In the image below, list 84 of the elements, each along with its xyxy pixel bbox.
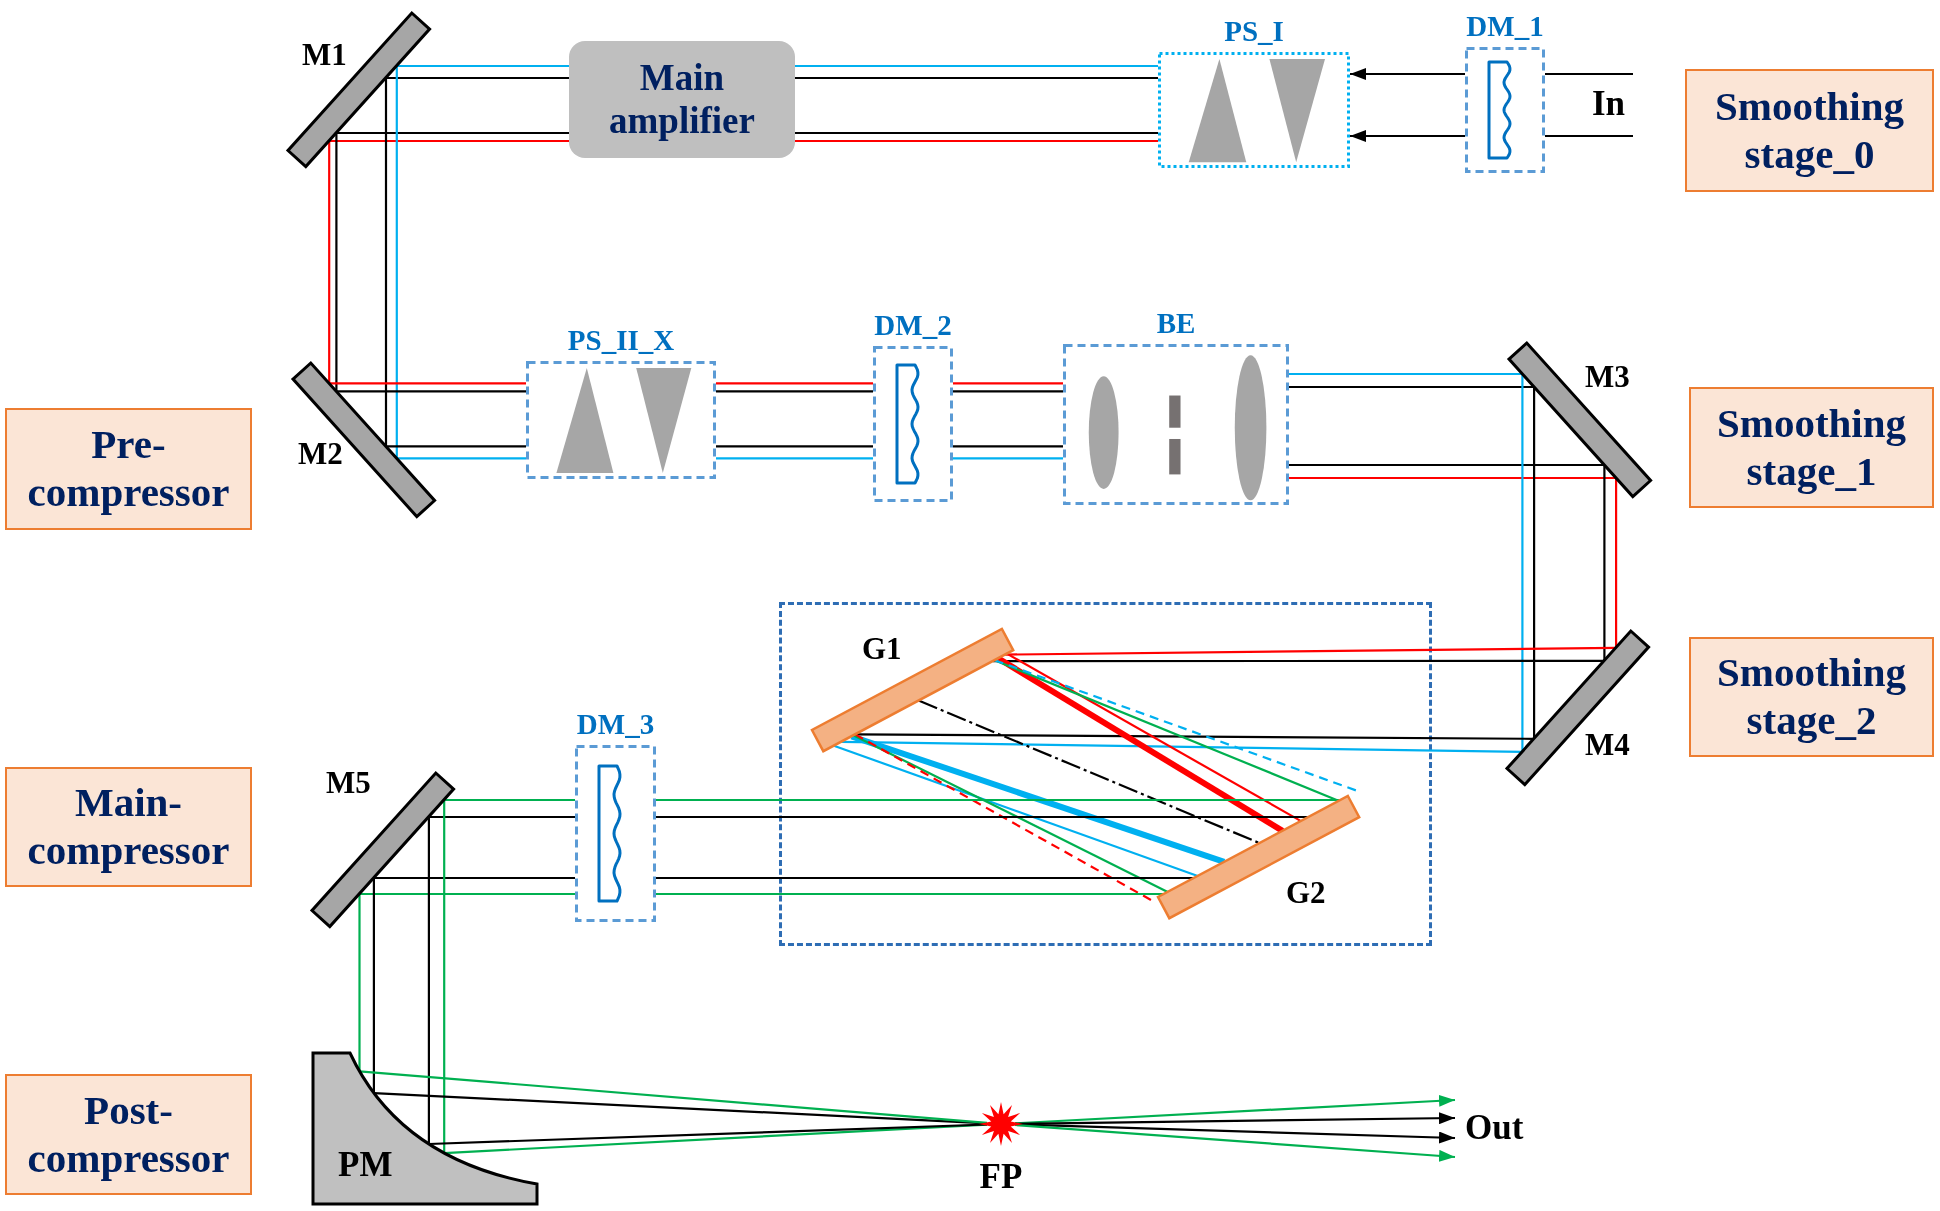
component-label: M4	[1585, 728, 1630, 763]
beam-line	[716, 445, 873, 448]
beam-line	[1533, 387, 1536, 739]
beam-line	[427, 817, 430, 1144]
beam-line	[953, 445, 1063, 448]
beam-line	[795, 131, 1158, 135]
stage-box: Smoothing stage_0	[1685, 69, 1934, 192]
beam-line	[396, 64, 569, 68]
beam-line	[716, 390, 873, 393]
component-label: PM	[338, 1146, 393, 1185]
component-label: DM_3	[576, 709, 655, 741]
stage-box: Smoothing stage_2	[1689, 637, 1934, 757]
beam-line	[953, 390, 1063, 393]
beam-line	[795, 64, 1158, 68]
beam-line	[1006, 652, 1302, 823]
beam-line	[996, 655, 1285, 834]
beam-line	[384, 78, 388, 447]
component-label: DM_2	[874, 310, 952, 342]
beam-line	[428, 1123, 988, 1146]
beam-line	[359, 1070, 988, 1124]
beam-line	[656, 798, 1341, 802]
beam-arrow	[1350, 130, 1465, 142]
beam-line	[1289, 372, 1523, 376]
stage-box: Pre-compressor	[5, 408, 252, 530]
beam-line	[855, 733, 1535, 740]
beam-line	[833, 744, 1199, 878]
beam-line	[372, 878, 375, 1094]
component-label: PS_I	[1224, 16, 1284, 48]
beam-arrow	[1350, 68, 1465, 80]
beam-line	[656, 892, 1164, 896]
beam-line	[953, 457, 1063, 460]
stage-box: Post-compressor	[5, 1074, 252, 1195]
component-label: M1	[302, 38, 347, 73]
beam-line	[656, 815, 1309, 819]
beam-line	[1545, 134, 1633, 138]
beam-line	[1615, 478, 1618, 648]
beam-line	[840, 740, 1523, 753]
beam-line	[396, 457, 526, 460]
component-label: M2	[298, 437, 343, 472]
beam-line	[716, 382, 873, 385]
beam-line	[1289, 463, 1605, 467]
component-label: BE	[1156, 308, 1196, 340]
beam-line	[1603, 465, 1606, 661]
dashed-frame	[779, 601, 1432, 947]
beam-line	[386, 445, 526, 448]
beam-line	[443, 800, 446, 1154]
stage-box: Smoothing stage_1	[1689, 387, 1934, 508]
beam-line	[336, 390, 526, 393]
stage-box: Main-compressor	[5, 767, 252, 887]
beam-label: Out	[1465, 1109, 1524, 1148]
beam-line	[329, 382, 526, 385]
amplifier-box: Main amplifier	[569, 41, 795, 158]
component-label: G1	[862, 632, 902, 667]
beam-line	[395, 66, 398, 459]
beam-line	[795, 139, 1158, 143]
beam-line	[795, 76, 1158, 80]
component-label: PS_II_X	[567, 325, 675, 357]
beam-line	[1545, 72, 1633, 76]
beam-line	[953, 382, 1063, 385]
beam-line	[358, 894, 361, 1072]
beam-line	[444, 798, 575, 802]
beam-line	[386, 76, 569, 80]
beam-line	[716, 457, 873, 460]
beam-arrow	[1014, 1094, 1456, 1125]
beam-line	[329, 139, 569, 143]
beam-line	[328, 141, 331, 384]
beam-line	[373, 876, 575, 880]
component-label: M3	[1585, 360, 1630, 395]
beam-line	[1289, 476, 1617, 480]
beam-line	[656, 876, 1194, 880]
beam-arrow	[1014, 1123, 1456, 1162]
beam-line	[428, 815, 575, 819]
beam-line	[359, 892, 575, 896]
beam-line	[1005, 646, 1617, 656]
component-label: G2	[1286, 876, 1326, 911]
component-label: DM_1	[1466, 11, 1544, 43]
component-label: M5	[326, 766, 371, 801]
beam-line	[1289, 385, 1535, 389]
beam-line	[336, 131, 569, 135]
beam-label: In	[1592, 85, 1626, 124]
beam-line	[918, 699, 1260, 845]
component-label: FP	[979, 1158, 1023, 1197]
beam-line	[1521, 374, 1524, 752]
beam-line	[335, 133, 338, 392]
